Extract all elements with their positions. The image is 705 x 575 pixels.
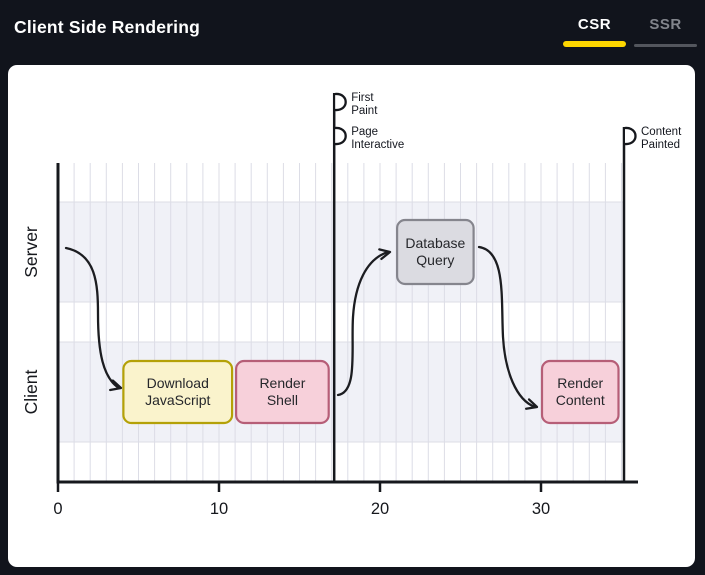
- tab-csr[interactable]: CSR: [563, 0, 626, 47]
- tab-ssr[interactable]: SSR: [634, 0, 697, 47]
- tab-underline: [563, 41, 626, 47]
- tab-label: SSR: [649, 16, 682, 33]
- page-title: Client Side Rendering: [14, 17, 201, 37]
- tab-label: CSR: [577, 16, 612, 33]
- tab-underline: [634, 44, 697, 47]
- tabs: CSR SSR: [563, 0, 697, 47]
- chart-panel: [8, 65, 695, 567]
- header: Client Side Rendering CSR SSR: [0, 0, 705, 65]
